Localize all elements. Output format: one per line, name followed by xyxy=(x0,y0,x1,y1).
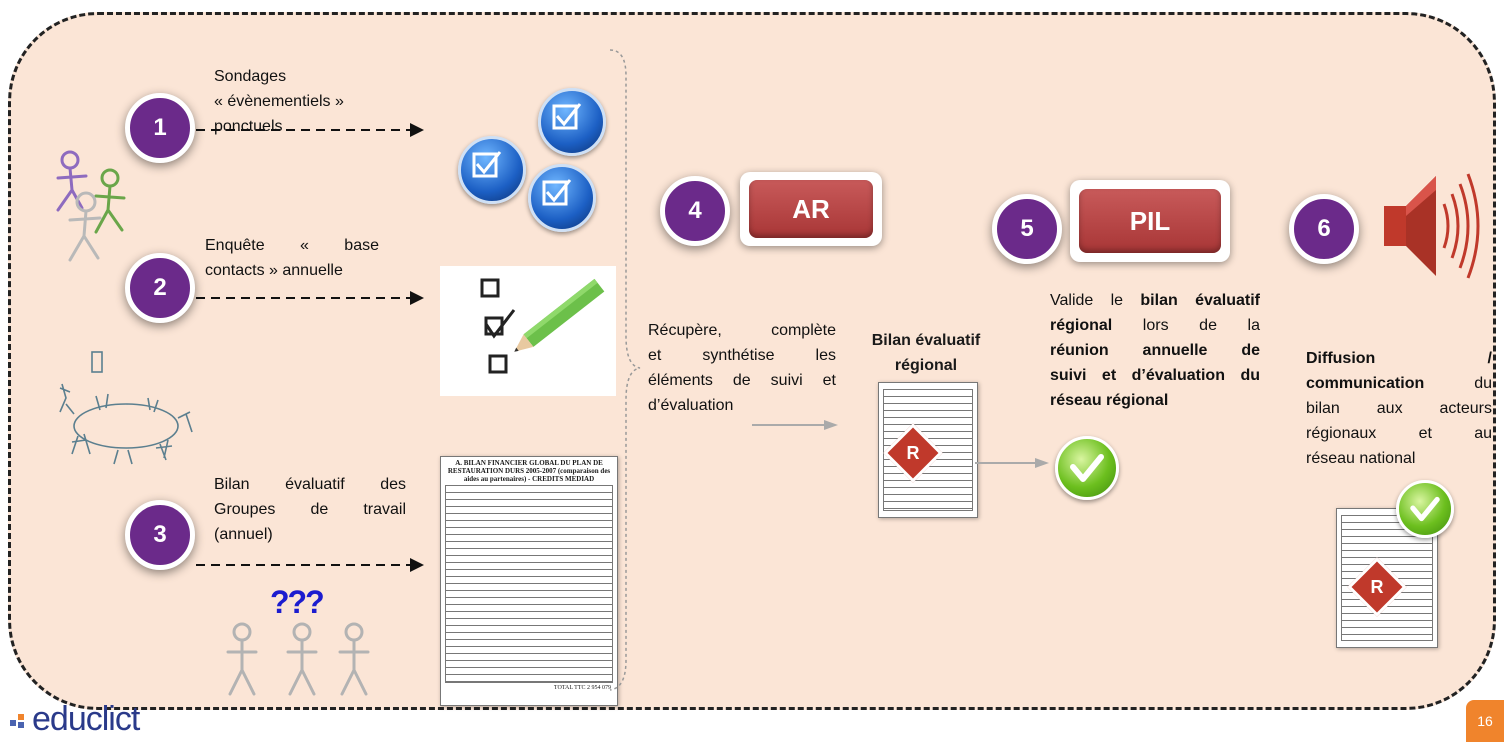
text-span-bold: réunion annuelle de xyxy=(1050,342,1260,359)
step-number: 5 xyxy=(1020,215,1034,242)
step-5-text: Valide le bilan évaluatif régional lors … xyxy=(1050,288,1260,413)
survey-checkmarks xyxy=(472,103,582,206)
text-line: Enquête « base xyxy=(205,237,379,254)
step-2-badge: 2 xyxy=(125,253,195,323)
text-line: Diffusion / xyxy=(1306,346,1492,371)
step-3-text: Bilan évaluatif des Groupes de travail (… xyxy=(214,472,406,547)
text-line: réunion annuelle de xyxy=(1050,338,1260,363)
survey-icon xyxy=(538,88,606,156)
text-span: Valide le xyxy=(1050,292,1141,309)
role-ar-label: AR xyxy=(749,180,873,238)
document-total: TOTAL TTC 2 954 079 xyxy=(441,683,617,693)
dashed-arrow xyxy=(196,123,424,137)
text-line: régionaux et au xyxy=(1306,425,1492,442)
step-number: 1 xyxy=(153,114,167,141)
page-number: 16 xyxy=(1466,700,1504,742)
text-line: (annuel) xyxy=(214,526,273,543)
text-line: « évènementiels » xyxy=(214,93,344,110)
text-line: régional xyxy=(894,357,958,374)
text-line: réseau régional xyxy=(1050,388,1260,413)
text-line: suivi et d’évaluation du xyxy=(1050,363,1260,388)
logo-text: educlict xyxy=(32,700,140,738)
validation-check-icon xyxy=(1396,480,1454,538)
text-line: d’évaluation xyxy=(648,397,734,414)
text-span-bold: régional xyxy=(1050,317,1113,334)
text-line: contacts » annuelle xyxy=(205,262,343,279)
step-6-badge: 6 xyxy=(1289,194,1359,264)
dashed-arrow xyxy=(196,291,424,305)
total-value: 2 954 079 xyxy=(587,685,611,691)
step-4-badge: 4 xyxy=(660,176,730,246)
document-table xyxy=(445,485,613,683)
step-number: 6 xyxy=(1317,215,1331,242)
text-line: et synthétise les xyxy=(648,347,836,364)
brand-logo: educlict xyxy=(10,700,140,739)
text-span: du xyxy=(1424,375,1492,392)
step-3-badge: 3 xyxy=(125,500,195,570)
question-marks: ??? xyxy=(270,584,325,620)
meeting-icon xyxy=(59,351,193,465)
text-line: régional lors de la xyxy=(1050,313,1260,338)
text-span: lors de la xyxy=(1112,317,1260,334)
survey-icon xyxy=(528,164,596,232)
step-5-badge: 5 xyxy=(992,194,1062,264)
text-line: communication du xyxy=(1306,371,1492,396)
text-span-bold: suivi et d’évaluation du xyxy=(1050,367,1260,384)
text-line: Récupère, complète xyxy=(648,322,836,339)
step-6-text: Diffusion / communication du bilan aux a… xyxy=(1306,346,1492,471)
text-line: réseau national xyxy=(1306,450,1416,467)
people-icon xyxy=(56,150,126,262)
survey-icon xyxy=(458,136,526,204)
validation-check-icon xyxy=(1055,436,1119,500)
text-span-bold: communication xyxy=(1306,375,1425,392)
text-line: Bilan évaluatif xyxy=(871,332,981,349)
step-2-text: Enquête « base contacts » annuelle xyxy=(205,233,379,283)
text-span-bold: bilan évaluatif xyxy=(1140,292,1260,309)
total-label: TOTAL TTC xyxy=(553,685,586,691)
checklist-icon xyxy=(440,266,616,396)
financial-document: A. BILAN FINANCIER GLOBAL DU PLAN DE RES… xyxy=(440,456,618,706)
step-4-text: Récupère, complète et synthétise les élé… xyxy=(648,318,836,418)
step-number: 4 xyxy=(688,197,702,224)
process-panel xyxy=(8,12,1496,710)
step-number: 3 xyxy=(153,521,167,548)
grey-arrow xyxy=(975,458,1049,468)
speaker-icon xyxy=(1384,173,1480,279)
text-span-bold: Diffusion / xyxy=(1306,350,1492,367)
bilan-regional-title: Bilan évaluatif régional xyxy=(856,328,996,378)
text-span-bold: réseau régional xyxy=(1050,392,1169,409)
document-title: A. BILAN FINANCIER GLOBAL DU PLAN DE RES… xyxy=(447,459,611,483)
text-line: éléments de suivi et xyxy=(648,372,836,389)
confused-people-icon xyxy=(226,622,370,696)
dashed-arrow xyxy=(196,558,424,572)
badge-letter: R xyxy=(906,442,920,463)
role-pil-label: PIL xyxy=(1079,189,1221,253)
text-line: Bilan évaluatif des xyxy=(214,476,406,493)
badge-letter: R xyxy=(1370,576,1384,597)
role-pil-box: PIL xyxy=(1070,180,1230,262)
text-line: bilan aux acteurs xyxy=(1306,400,1492,417)
text-line: Sondages xyxy=(214,68,287,85)
text-line: Valide le bilan évaluatif xyxy=(1050,288,1260,313)
grouping-brace xyxy=(609,49,641,691)
text-line: Groupes de travail xyxy=(214,501,406,518)
step-1-badge: 1 xyxy=(125,93,195,163)
role-ar-box: AR xyxy=(740,172,882,246)
grey-arrow xyxy=(752,420,838,430)
step-number: 2 xyxy=(153,274,167,301)
logo-mark-icon xyxy=(10,713,24,728)
